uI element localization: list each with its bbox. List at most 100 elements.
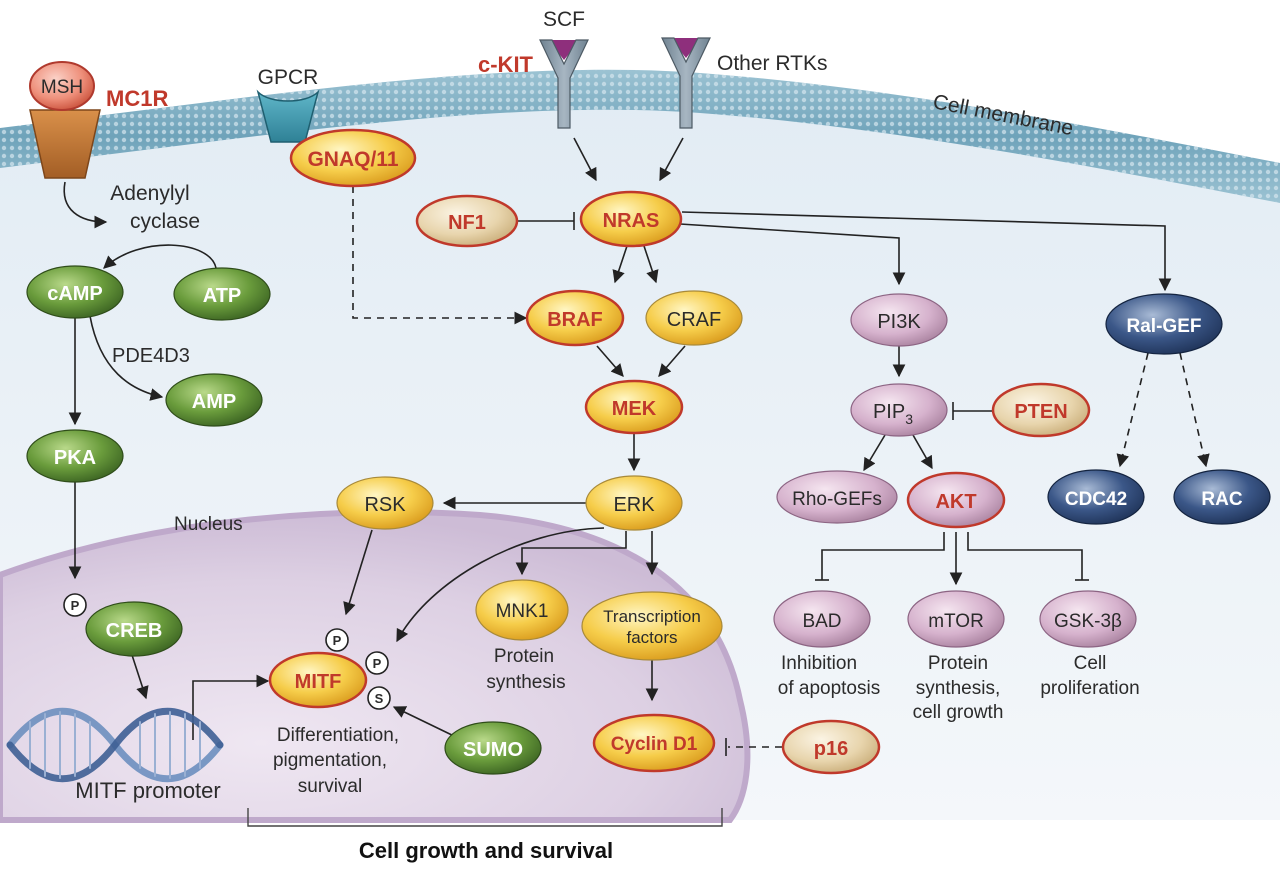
- mitf-node: MITF: [268, 651, 368, 709]
- ckit-receptor: [539, 39, 589, 129]
- protein-label-1: Protein: [494, 646, 554, 667]
- mitf-promoter-label: MITF promoter: [75, 778, 220, 803]
- dashed-edges: [352, 186, 1210, 748]
- mek-label: MEK: [612, 398, 657, 420]
- footer-label: Cell growth and survival: [359, 838, 613, 863]
- amp-node: AMP: [165, 373, 263, 427]
- creb-node: CREB: [85, 601, 183, 657]
- mek-node: MEK: [584, 379, 684, 435]
- gsk3b-node: GSK-3β: [1039, 590, 1137, 648]
- atp-label: ATP: [203, 285, 242, 307]
- cdc42-node: CDC42: [1047, 469, 1145, 525]
- sumo-label: SUMO: [463, 739, 523, 761]
- bad-node: BAD: [773, 590, 871, 648]
- gpcr-receptor: [256, 89, 320, 143]
- bad-effect-label-2: of apoptosis: [778, 678, 880, 699]
- other-rtk-receptor: [661, 37, 711, 129]
- p16-label: p16: [814, 738, 848, 760]
- pten-node: PTEN: [991, 382, 1091, 438]
- mitf-sumo-badge: S: [367, 686, 391, 710]
- mnk1-node: MNK1: [475, 579, 569, 641]
- badge-s-label: S: [375, 691, 384, 706]
- ral-gef-label: Ral-GEF: [1127, 316, 1202, 337]
- cyclin-d1-node: Cyclin D1: [592, 713, 716, 773]
- mtor-effect-label-1: Protein: [928, 653, 988, 674]
- diff-label-2: pigmentation,: [273, 750, 387, 771]
- gsk-effect-label-2: proliferation: [1040, 678, 1139, 699]
- nf1-node: NF1: [415, 194, 519, 248]
- other-rtks-label: Other RTKs: [717, 52, 827, 75]
- camp-label: cAMP: [47, 283, 103, 305]
- rho-gefs-node: Rho-GEFs: [776, 470, 898, 524]
- pka-node: PKA: [26, 429, 124, 483]
- pi3k-label: PI3K: [877, 311, 921, 333]
- bad-effect-label-1: Inhibition: [781, 653, 857, 674]
- erk-label: ERK: [613, 494, 655, 516]
- badge-p-label: P: [333, 633, 342, 648]
- adenylyl-label-2: cyclase: [130, 210, 200, 233]
- mitf-promoter-dna: [6, 707, 224, 783]
- pde4d3-label: PDE4D3: [112, 345, 190, 367]
- akt-node: AKT: [906, 471, 1006, 529]
- inhibition-edges: [518, 212, 1089, 581]
- badge-p-label: P: [373, 656, 382, 671]
- adenylyl-label-1: Adenylyl: [110, 182, 189, 205]
- protein-label-2: synthesis: [486, 672, 565, 693]
- nf1-label: NF1: [448, 212, 486, 234]
- pip3-node: PIP3: [850, 383, 948, 437]
- mtor-effect-label-3: cell growth: [913, 702, 1004, 723]
- erk-node: ERK: [585, 475, 683, 531]
- pka-label: PKA: [54, 447, 96, 469]
- rac-label: RAC: [1201, 489, 1242, 510]
- mc1r-label: MC1R: [106, 86, 168, 111]
- ral-gef-node: Ral-GEF: [1105, 293, 1223, 355]
- tf-label-line1: Transcription: [603, 607, 701, 626]
- rho-gefs-label: Rho-GEFs: [792, 489, 882, 510]
- transcription-factors-node: Transcription factors: [581, 591, 723, 661]
- nras-node: NRAS: [579, 190, 683, 248]
- growth-bracket: [247, 808, 723, 827]
- msh-label: MSH: [41, 77, 83, 98]
- bad-label: BAD: [802, 611, 841, 632]
- cyclin-d1-label: Cyclin D1: [611, 734, 698, 755]
- braf-label: BRAF: [547, 309, 603, 331]
- mtor-label: mTOR: [928, 611, 984, 632]
- pten-label: PTEN: [1014, 401, 1067, 423]
- akt-label: AKT: [935, 491, 976, 513]
- creb-label: CREB: [106, 620, 163, 642]
- diff-label-1: Differentiation,: [277, 725, 399, 746]
- rsk-label: RSK: [364, 494, 406, 516]
- pathway-edges: [63, 137, 1172, 740]
- mitf-phospho-badge-1: P: [325, 628, 349, 652]
- nras-label: NRAS: [603, 210, 660, 232]
- atp-node: ATP: [173, 267, 271, 321]
- braf-node: BRAF: [525, 289, 625, 347]
- gnaq-node: GNAQ/11: [289, 128, 417, 188]
- pip3-label: PIP3: [873, 401, 913, 427]
- amp-label: AMP: [192, 391, 236, 413]
- rac-node: RAC: [1173, 469, 1271, 525]
- nucleus-label: Nucleus: [174, 514, 243, 535]
- ckit-label: c-KIT: [478, 52, 534, 77]
- tf-label-line2: factors: [626, 628, 677, 647]
- mitf-phospho-badge-2: P: [365, 651, 389, 675]
- mitf-label: MITF: [295, 671, 342, 693]
- cell-membrane: [0, 69, 1280, 203]
- scf-label: SCF: [543, 8, 585, 31]
- rsk-node: RSK: [336, 476, 434, 530]
- badge-p-label: P: [71, 598, 80, 613]
- sumo-node: SUMO: [444, 721, 542, 775]
- msh-node: [29, 61, 95, 111]
- gpcr-label: GPCR: [258, 66, 319, 89]
- mnk1-label: MNK1: [496, 601, 549, 622]
- camp-node: cAMP: [26, 265, 124, 319]
- diff-label-3: survival: [298, 776, 362, 797]
- mc1r-receptor: [29, 109, 101, 179]
- mtor-node: mTOR: [907, 590, 1005, 648]
- gsk3b-label: GSK-3β: [1054, 611, 1122, 632]
- cdc42-label: CDC42: [1065, 489, 1127, 510]
- pi3k-node: PI3K: [850, 293, 948, 347]
- gsk-effect-label-1: Cell: [1074, 653, 1107, 674]
